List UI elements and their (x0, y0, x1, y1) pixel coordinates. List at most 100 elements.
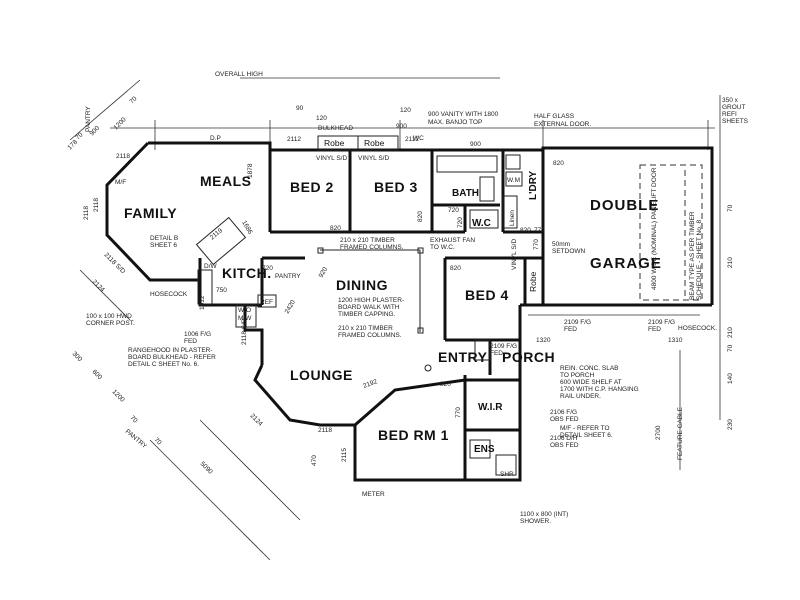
room-bed2: BED 2 (290, 179, 334, 195)
fg-lower-label-2: FED (184, 338, 197, 345)
dim-230: 230 (727, 419, 734, 430)
room-kitch: KITCH. (222, 265, 272, 281)
setdown-label-2: SETDOWN (552, 248, 586, 255)
dim-920: 920 (318, 266, 330, 279)
room-garage: GARAGE (590, 255, 662, 272)
timber-cols-label: 210 x 210 TIMBER (340, 237, 395, 244)
dp-label: D.P (210, 135, 221, 142)
dim-120a: 120 (316, 115, 327, 122)
fixture-wo: W/O (238, 307, 251, 314)
rangehood-label: RANGEHOOD IN PLASTER- (128, 347, 213, 354)
vanity-label-2: MAX. BANJO TOP (428, 119, 482, 126)
half-glass-label-2: EXTERNAL DOOR. (534, 121, 591, 128)
rangehood-label-3: DETAIL C SHEET No. 6. (128, 361, 199, 368)
dim-1310: 1310 (668, 337, 683, 344)
fg-porch-label: 2109 F/G (490, 343, 517, 350)
room-bedrm1: BED RM 1 (378, 427, 449, 443)
room-entry: ENTRY (438, 349, 488, 365)
dim-900c: 900 (470, 141, 481, 148)
dim-720c: 720 (262, 265, 273, 272)
bulkhead-label: BULKHEAD (318, 125, 353, 132)
hosecock-left: HOSECOCK (150, 291, 188, 298)
rangehood-label-2: BOARD BULKHEAD - REFER (128, 354, 216, 361)
dim-70b: 70 (128, 95, 138, 105)
panelift-label: 4800 WIDE (NOMINAL) PANELIFT DOOR (651, 167, 658, 290)
plaster-wall-label: 1200 HIGH PLASTER- (338, 297, 404, 304)
obs1-label: 2106 F/G (550, 409, 577, 416)
dim-wc-b: WC (413, 135, 424, 142)
corner-post-label: 100 x 100 HWD (86, 313, 132, 320)
beam-label: BEAM TYPE AS PER TIMBER (689, 211, 696, 300)
room-wir: W.I.R (478, 402, 503, 413)
fg-lower-label: 1006 F/G (184, 331, 211, 338)
fixture-mw: M/W (238, 315, 252, 322)
obs2-label: 2106 D/H (550, 435, 578, 442)
setdown-label: 50mm (552, 241, 570, 248)
dim-750: 750 (216, 287, 227, 294)
concrete-label-4: SHEETS (722, 118, 749, 125)
room-bath: BATH (452, 188, 479, 199)
dim-720a: 720 (448, 207, 459, 214)
dim-210b: 210 (727, 327, 734, 338)
dim-820b: 820 (417, 211, 424, 222)
room-wc: W.C (472, 218, 491, 229)
feature-cable-label: FEATURE CABLE (677, 406, 684, 460)
dim-770a: 770 (534, 227, 545, 234)
detail-b-label: DETAIL B (150, 235, 178, 242)
plaster-wall-label-3: TIMBER CAPPING. (338, 311, 396, 318)
room-wm: W.M (507, 177, 520, 184)
dim-2112a: 2112 (287, 136, 301, 143)
pantry-top-label: PANTRY (85, 106, 92, 132)
room-dining: DINING (336, 277, 388, 293)
robe-b-label: Robe (364, 138, 385, 148)
vinyl-sd-b: VINYL S/D (358, 155, 389, 162)
dim-770b: 770 (533, 239, 540, 250)
framed-cols-label-2: FRAMED COLUMNS. (338, 332, 402, 339)
shower-label-2: SHOWER. (520, 518, 551, 525)
mf-refer-label: M/F - REFER TO (560, 425, 610, 432)
timber-cols-label-2: FRAMED COLUMNS. (340, 244, 404, 251)
fg-porch-label-2: FED (490, 350, 503, 357)
dim-2115: 2115 (341, 448, 348, 462)
dim-120b: 120 (400, 107, 411, 114)
dim-70c: 70 (129, 414, 139, 424)
obs1b-label: OBS FED (550, 416, 579, 423)
fixture-ref: REF (260, 299, 273, 306)
dim-140: 140 (727, 373, 734, 384)
detail-b-label-2: SHEET 6 (150, 242, 177, 249)
dim-1012: 1012 (199, 295, 206, 310)
concrete-label-3: REFI (722, 111, 737, 118)
robe-a-label: Robe (324, 138, 345, 148)
room-lounge: LOUNGE (290, 367, 353, 383)
room-meals: MEALS (200, 173, 252, 189)
room-family: FAMILY (124, 205, 177, 221)
dim-900b: 900 (396, 123, 407, 130)
fg-a-label: 2109 F/G (564, 319, 591, 326)
shelf-label-2: 1700 WITH C.P. HANGING (560, 386, 639, 393)
corner-post-label-2: CORNER POST. (86, 320, 135, 327)
shower-label: 1100 x 800 (INT) (520, 511, 568, 518)
room-pantry: PANTRY (275, 273, 301, 280)
concrete-label-2: GROUT (722, 104, 746, 111)
meter-label: METER (362, 491, 385, 498)
dim-1878: 1878 (247, 163, 254, 178)
dim-70a: 70 (74, 131, 84, 141)
room-bed3: BED 3 (374, 179, 418, 195)
room-double: DOUBLE (590, 197, 659, 214)
fg-b-label-2: FED (648, 326, 661, 333)
obs2b-label: OBS FED (550, 442, 579, 449)
shelf-label: 600 WIDE SHELF AT (560, 379, 622, 386)
dim-1320: 1320 (536, 337, 551, 344)
dim-470: 470 (311, 455, 318, 466)
exhaust-label-2: TO W.C. (430, 244, 455, 251)
vinyl-sd-a: VINYL S/D (316, 155, 347, 162)
dim-820c: 820 (450, 265, 461, 272)
fg-a-label-2: FED (564, 326, 577, 333)
exhaust-label: EXHAUST FAN (430, 237, 475, 244)
room-robe: Robe (528, 271, 538, 292)
mf-refer-label-2: DETAIL SHEET 6. (560, 432, 613, 439)
dim-2112b: 2112 (405, 136, 419, 143)
room-linen: Linen (509, 210, 516, 226)
concrete-label: 350 x (722, 97, 739, 104)
